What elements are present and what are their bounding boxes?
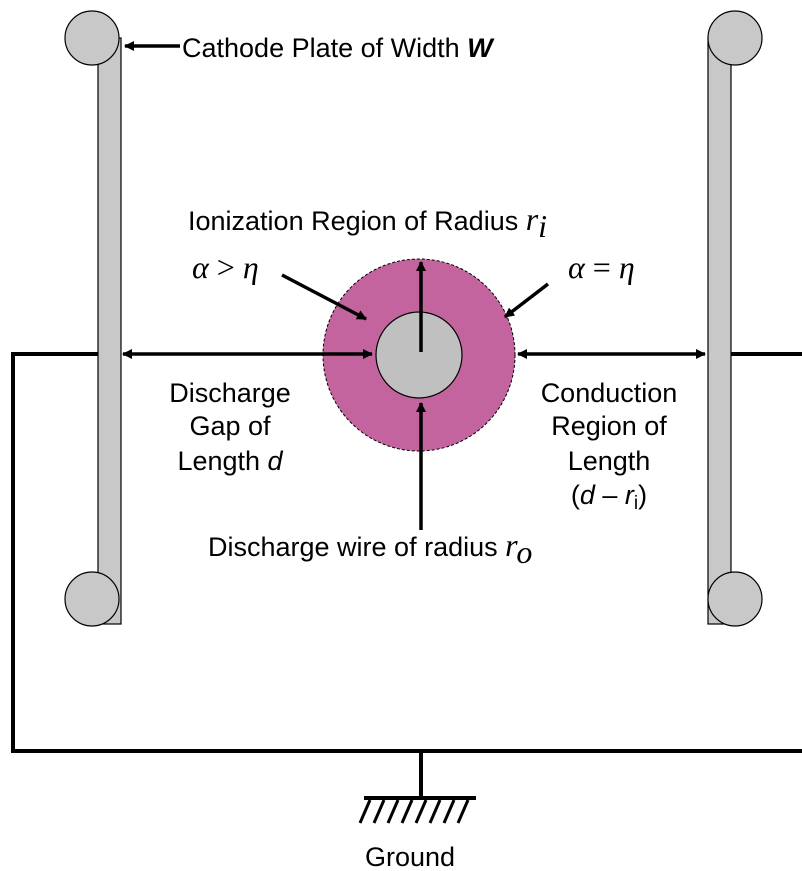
ground-symbol: [358, 796, 476, 824]
left-cathode-plate: [64, 10, 122, 627]
ground-hatching: [358, 799, 470, 824]
right-plate-bottom-edge: [707, 571, 763, 627]
discharge-gap-line-3: Length d: [177, 446, 283, 476]
conduction-line-4: (d – ri): [571, 480, 647, 514]
discharge-gap-label: Discharge Gap of Length d: [169, 378, 291, 476]
left-circuit-wire: [11, 352, 802, 753]
circuit-wiring: [11, 352, 802, 798]
alpha-eq-eta-label: α = η: [568, 249, 635, 285]
alpha-eq-eta-arrow: [503, 282, 550, 319]
discharge-wire: [375, 311, 463, 399]
conduction-line-3: Length: [568, 446, 651, 476]
right-cathode-plate: [707, 10, 763, 627]
alpha-gt-eta-arrow: [281, 273, 367, 321]
conduction-line-1: Conduction: [541, 378, 678, 408]
right-plate-top-edge: [707, 10, 763, 66]
left-plate-top-edge: [64, 10, 120, 66]
wire-label: Discharge wire of radius ro: [208, 527, 532, 570]
ground-label: Ground: [365, 842, 455, 871]
ionization-label: Ionization Region of Radius ri: [188, 201, 547, 244]
arrows: [122, 41, 706, 530]
discharge-gap-line-2: Gap of: [189, 411, 271, 441]
left-plate-bar: [97, 37, 122, 625]
right-plate-bar: [707, 37, 732, 625]
discharge-gap-line-1: Discharge: [169, 378, 291, 408]
cathode-label: Cathode Plate of Width W: [182, 33, 495, 63]
conduction-label: Conduction Region of Length (d – ri): [541, 378, 678, 514]
conduction-line-2: Region of: [551, 411, 667, 441]
alpha-gt-eta-label: α > η: [192, 249, 259, 285]
left-plate-bottom-edge: [64, 571, 120, 627]
